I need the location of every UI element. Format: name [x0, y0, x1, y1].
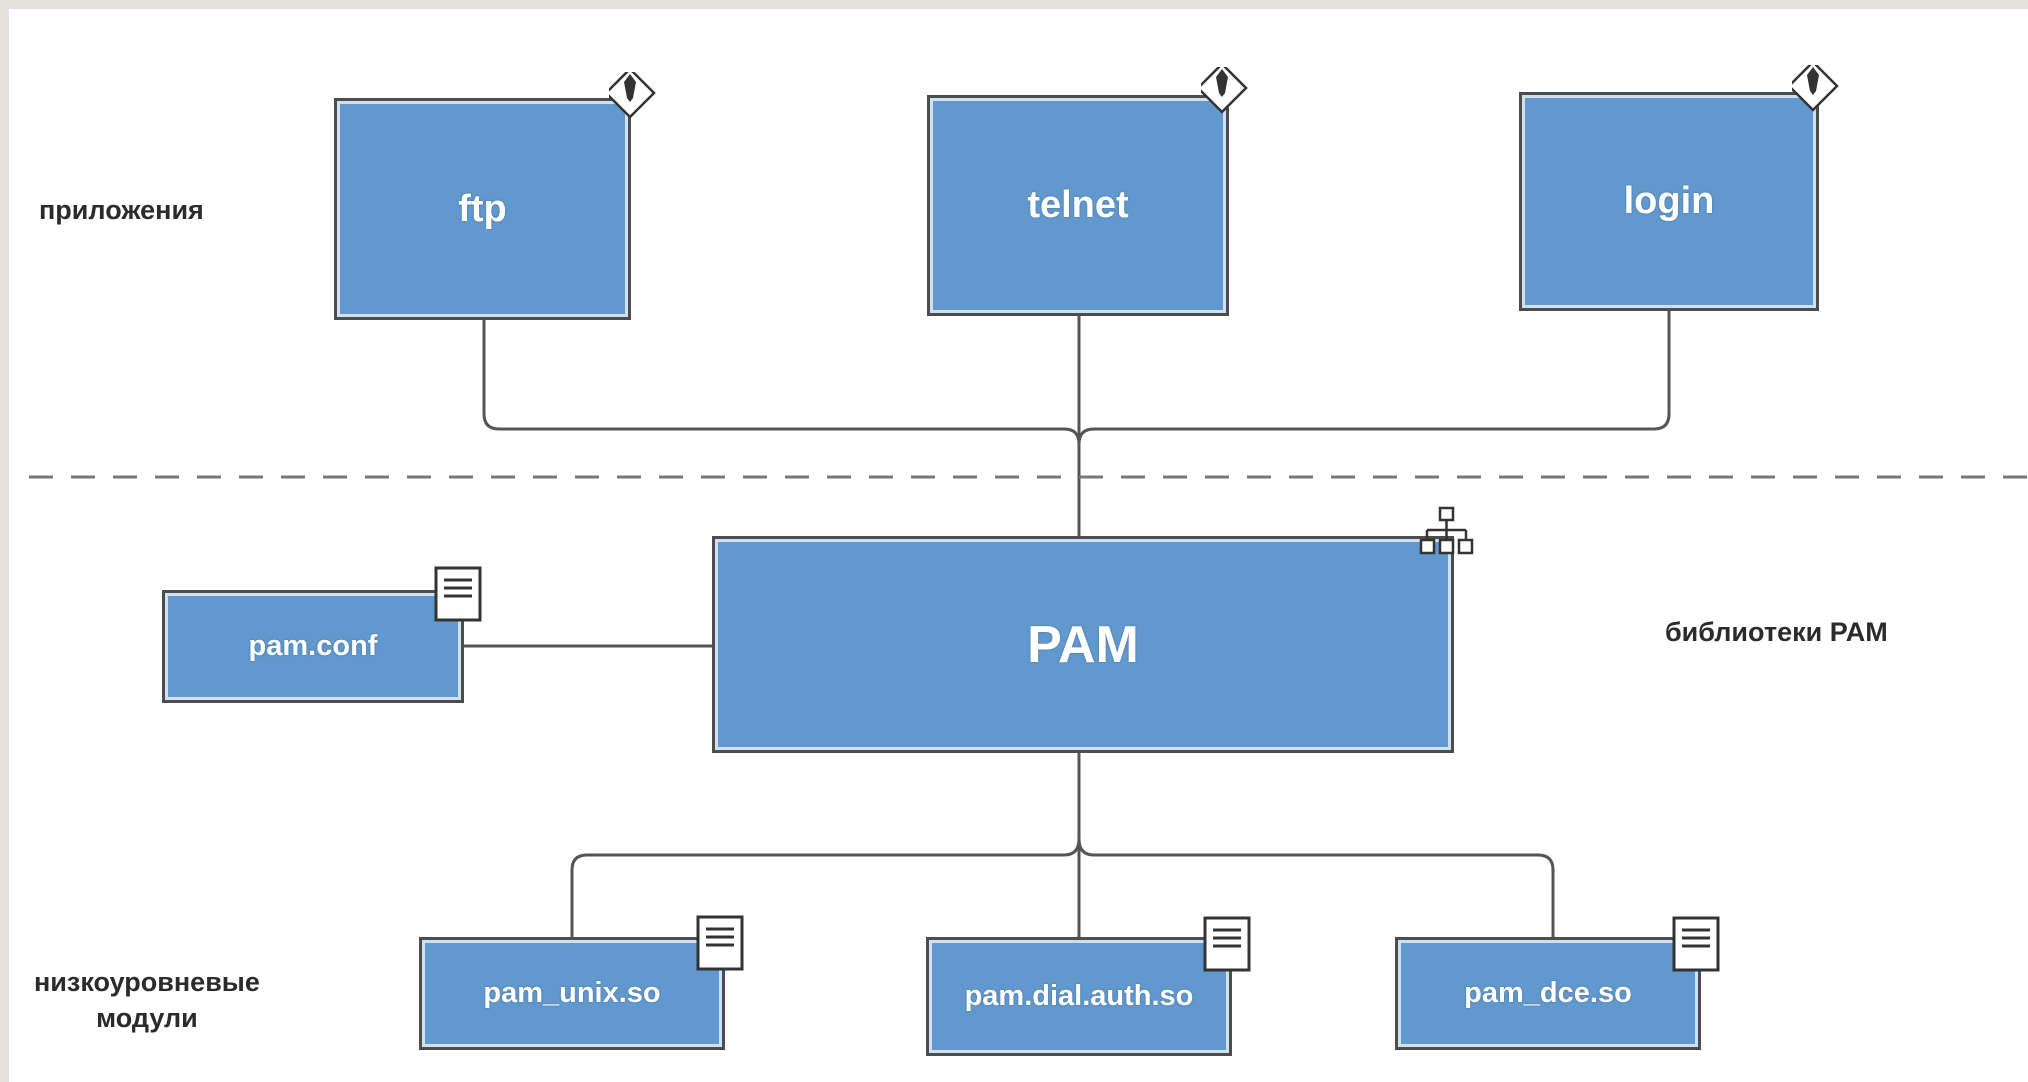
document-icon [1672, 916, 1720, 972]
config-box-pam-conf[interactable]: pam.conf [162, 590, 464, 703]
module-box-pam-unix[interactable]: pam_unix.so [419, 937, 725, 1050]
layer-label-low-level-line2: модули [96, 1003, 198, 1033]
document-icon [434, 566, 482, 622]
document-icon [1203, 916, 1251, 972]
module-label-pam-dce: pam_dce.so [1464, 977, 1632, 1009]
pen-nib-icon [609, 72, 656, 119]
app-label-login: login [1623, 180, 1715, 222]
layer-label-pam-libraries: библиотеки PAM [1665, 617, 1888, 647]
document-icon [696, 915, 744, 971]
pen-nib-icon [1201, 67, 1248, 114]
layer-label-applications: приложения [39, 195, 204, 225]
app-box-telnet[interactable]: telnet [927, 95, 1229, 316]
app-label-telnet: telnet [1027, 184, 1129, 226]
module-label-pam-unix: pam_unix.so [483, 977, 661, 1009]
connector-pam-unix [570, 838, 1081, 937]
module-label-pam-dial-auth: pam.dial.auth.so [964, 980, 1194, 1012]
pam-label: PAM [1027, 615, 1139, 674]
layer-label-low-level: низкоуровневые модули [34, 964, 260, 1036]
connector-ftp [482, 320, 1081, 445]
config-label-pam-conf: pam.conf [248, 630, 378, 662]
app-label-ftp: ftp [458, 187, 507, 230]
connector-pam-dce [1077, 838, 1555, 937]
layer-label-low-level-line1: низкоуровневые [34, 967, 260, 997]
hierarchy-icon [1419, 506, 1474, 555]
diagram-canvas: приложения библиотеки PAM низкоуровневые… [9, 9, 2028, 1082]
pen-nib-icon [1792, 65, 1839, 112]
app-box-ftp[interactable]: ftp [334, 98, 631, 320]
module-box-pam-dial-auth[interactable]: pam.dial.auth.so [926, 937, 1232, 1056]
module-box-pam-dce[interactable]: pam_dce.so [1395, 937, 1701, 1050]
connectors [29, 311, 2028, 937]
pam-box[interactable]: PAM [712, 536, 1454, 753]
connector-login [1077, 311, 1671, 445]
app-box-login[interactable]: login [1519, 92, 1819, 311]
